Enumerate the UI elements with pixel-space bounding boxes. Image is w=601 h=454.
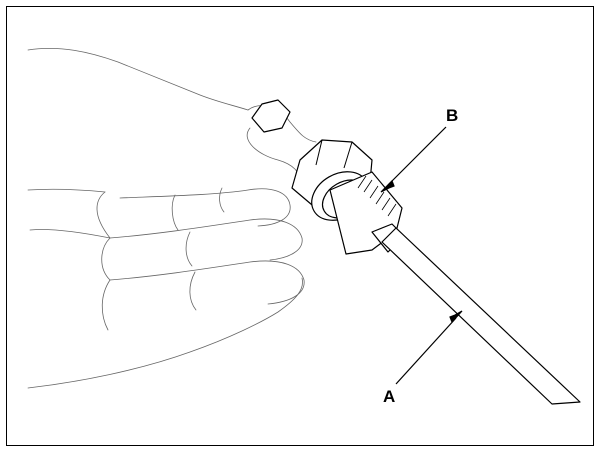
knuckle-line-3 [189, 271, 197, 311]
thread-lines [357, 175, 397, 217]
sensor-assembly [251, 99, 581, 405]
finger-3-outline [109, 218, 303, 261]
knuckle-line-1 [171, 194, 179, 231]
probe-rod [381, 227, 581, 405]
palm-crease-3 [101, 237, 111, 281]
palm-crease-1 [29, 229, 111, 239]
connector-cap [251, 99, 291, 133]
palm-crease-2 [96, 191, 111, 239]
finger-tip-crease [219, 187, 225, 213]
thumb-outline [246, 127, 301, 186]
wrist-line [27, 188, 106, 193]
hand-back-outline [27, 47, 249, 111]
callout-a-label: A [383, 387, 395, 406]
callout-b-label: B [446, 106, 458, 125]
finger-4-outline [109, 260, 305, 305]
finger-5-outline [27, 277, 303, 389]
callout-a-leader [395, 310, 463, 385]
callout-b-leader [380, 126, 447, 193]
knuckle-line-2 [185, 231, 193, 267]
illustration-frame [6, 6, 594, 446]
hand-illustration [27, 47, 317, 389]
palm-crease-4 [101, 279, 111, 331]
finger-2-outline [119, 188, 291, 227]
